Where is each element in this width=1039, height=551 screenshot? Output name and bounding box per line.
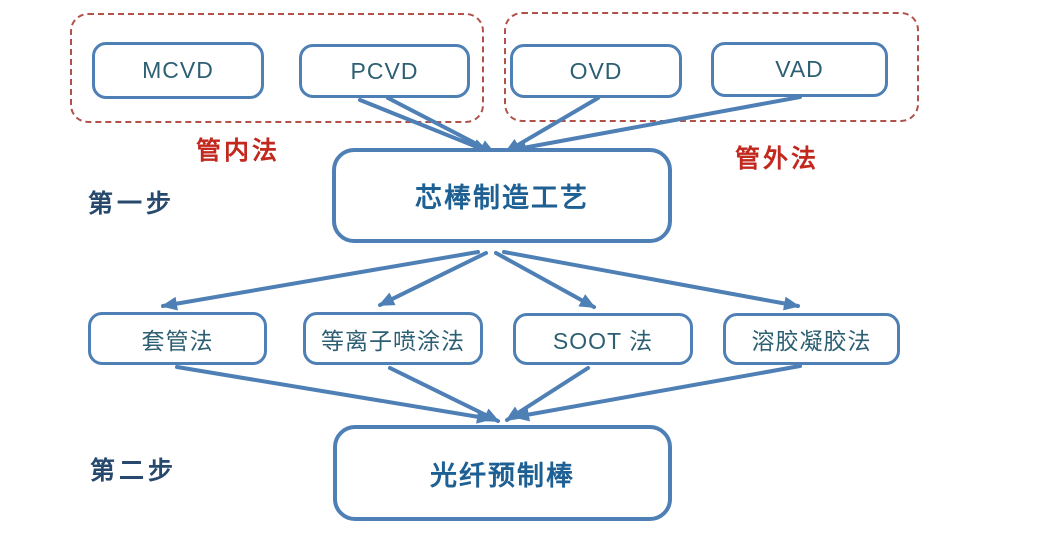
node-mcvd-label: MCVD [142,57,214,83]
node-vad-label: VAD [775,56,824,82]
node-core-rod-process: 芯棒制造工艺 [332,148,672,243]
in-tube-group-label: 管内法 [196,131,280,167]
node-ovd-label: OVD [569,57,623,84]
node-soot-method-label: SOOT 法 [552,328,654,354]
out-tube-group-label-text: 管外法 [735,146,820,173]
node-sol-gel-method-label: 溶胶凝胶法 [751,328,872,354]
node-sleeve-method: 套管法 [88,312,267,365]
step-1-label: 第一步 [88,184,175,220]
node-pcvd: PCVD [299,44,470,98]
out-tube-group-frame [504,12,919,122]
node-soot-method: SOOT 法 [513,313,693,365]
node-plasma-spray-method-label: 等离子喷涂法 [321,327,465,354]
step-2-label: 第二步 [90,451,177,487]
node-mcvd: MCVD [92,42,264,99]
node-vad: VAD [711,42,888,97]
in-tube-group-label-text: 管内法 [196,138,281,165]
step-1-label-text: 第一步 [88,191,176,218]
in-tube-group-frame [70,13,484,123]
node-sleeve-method-label: 套管法 [141,327,214,354]
node-pcvd-label: PCVD [350,57,419,84]
node-core-rod-process-label: 芯棒制造工艺 [415,183,589,213]
node-fiber-preform: 光纤预制棒 [333,425,672,521]
node-sol-gel-method: 溶胶凝胶法 [723,313,900,365]
node-plasma-spray-method: 等离子喷涂法 [303,312,483,365]
out-tube-group-label: 管外法 [735,139,819,175]
node-fiber-preform-label: 光纤预制棒 [430,460,575,491]
node-ovd: OVD [510,44,682,98]
step-2-label-text: 第二步 [90,458,178,485]
